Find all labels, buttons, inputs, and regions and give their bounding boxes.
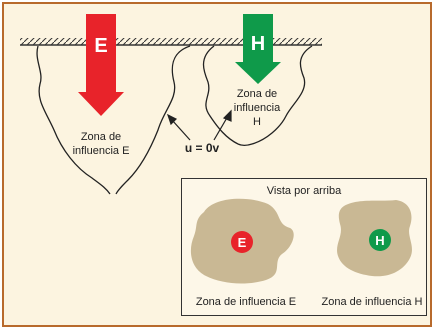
influence-zone-outlines <box>36 45 313 195</box>
zone-h-label-line3: H <box>253 116 261 128</box>
pile-h-letter: H <box>251 33 265 55</box>
zone-e-boundary-left <box>36 45 111 195</box>
zone-h-boundary-right <box>237 45 313 147</box>
zone-h-label-line2: influencia <box>234 102 281 114</box>
zone-e-label-line1: Zona de <box>81 131 121 143</box>
zone-h-marker <box>369 229 391 251</box>
zone-e-marker <box>231 231 253 253</box>
inset-label-e: Zona de influencia E <box>196 296 296 308</box>
zone-h-marker-letter: H <box>375 233 384 248</box>
inset-label-h: Zona de influencia H <box>322 296 423 308</box>
zone-h-boundary-left <box>202 45 239 145</box>
zone-e-marker-letter: E <box>238 235 247 250</box>
zone-h-label-line1: Zona de <box>237 88 277 100</box>
displacement-arrows <box>166 109 232 141</box>
pile-e-arrow <box>78 14 124 116</box>
inset-title: Vista por arriba <box>267 185 342 197</box>
pile-e-letter: E <box>94 35 107 57</box>
zone-e-boundary-right <box>115 45 191 195</box>
zone-e-label-line2: influencia E <box>73 145 130 157</box>
pile-h-arrow <box>235 14 281 84</box>
displacement-label: u = 0v <box>185 141 220 155</box>
